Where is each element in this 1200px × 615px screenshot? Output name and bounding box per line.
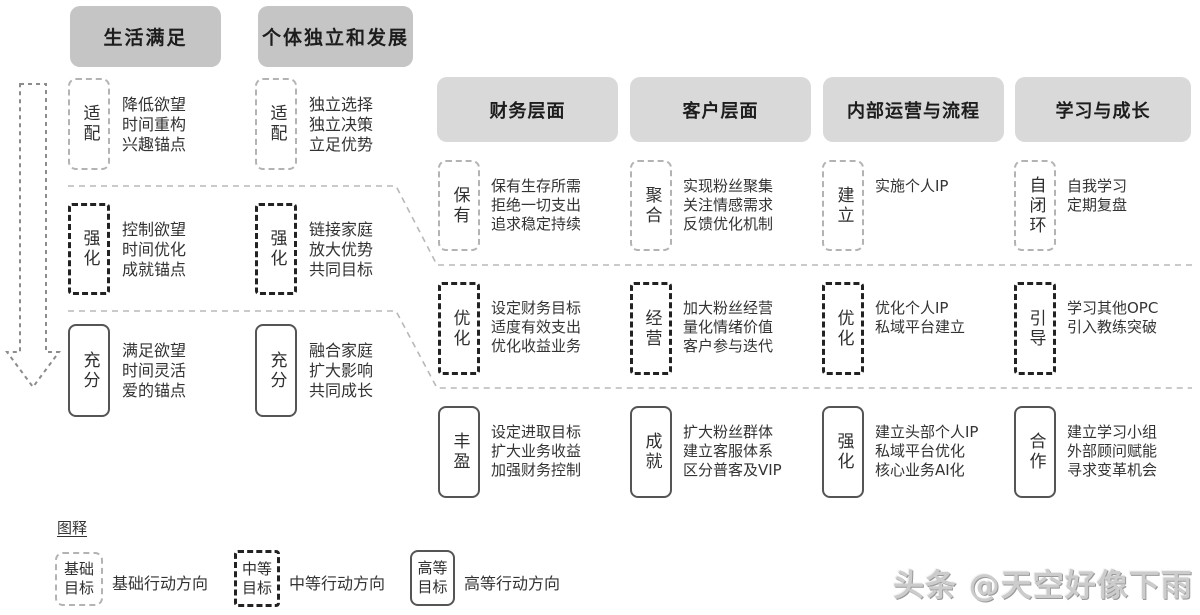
goal-desc: 优化个人IP 私域平台建立	[875, 299, 966, 336]
goal-tag-box: 引导	[1014, 282, 1056, 375]
header-learning-growth: 学习与成长	[1015, 77, 1191, 142]
goal-tag-label: 强化	[79, 229, 100, 269]
header-label: 财务层面	[489, 100, 566, 122]
goal-tag-box: 强化	[68, 203, 110, 295]
goal-tag-box: 优化	[438, 282, 480, 375]
goal-tag-label: 成就	[641, 432, 662, 472]
goal-desc: 融合家庭 扩大影响 共同成长	[309, 341, 374, 400]
goal-desc: 实施个人IP	[875, 177, 949, 195]
goal-tag-box: 自闭环	[1014, 160, 1056, 251]
goal-tag-label: 聚合	[641, 185, 662, 226]
legend-tag-label: 基础 目标	[63, 560, 94, 597]
goal-tag-box: 充分	[255, 324, 297, 417]
goal-tag-label: 丰盈	[449, 432, 470, 472]
goal-tag-box: 经营	[630, 282, 672, 375]
header-label: 学习与成长	[1055, 100, 1151, 122]
goal-tag-box: 建立	[822, 160, 864, 251]
header-internal-process: 内部运营与流程	[823, 77, 1004, 142]
goal-tag-box: 强化	[255, 203, 297, 295]
header-label: 客户层面	[682, 100, 759, 122]
goal-tag-box: 保有	[438, 160, 480, 251]
goal-tag-box: 丰盈	[438, 406, 480, 498]
goal-tag-label: 适配	[79, 104, 100, 144]
goal-desc: 设定财务目标 适度有效支出 优化收益业务	[491, 299, 582, 355]
goal-tag-box: 适配	[68, 78, 110, 170]
goal-desc: 学习其他OPC 引入教练突破	[1067, 299, 1159, 336]
legend-high-goal-box: 高等 目标	[410, 550, 455, 606]
header-label: 内部运营与流程	[847, 100, 980, 122]
goal-desc: 设定进取目标 扩大业务收益 加强财务控制	[491, 423, 582, 479]
goal-desc: 链接家庭 放大优势 共同目标	[309, 220, 374, 279]
legend-basic-goal-box: 基础 目标	[55, 552, 103, 606]
goal-desc: 降低欲望 时间重构 兴趣锚点	[122, 95, 187, 154]
goal-desc: 满足欲望 时间灵活 爱的锚点	[122, 341, 187, 400]
goal-tag-label: 自闭环	[1025, 175, 1046, 236]
header-label: 个体独立和发展	[261, 27, 409, 49]
goal-tag-label: 强化	[833, 432, 854, 472]
legend-label: 高等行动方向	[464, 574, 561, 593]
legend-title: 图释	[57, 519, 88, 537]
legend-label: 基础行动方向	[112, 574, 209, 593]
goal-tag-label: 强化	[266, 229, 287, 269]
goal-desc: 建立学习小组 外部顾问赋能 寻求变革机会	[1067, 423, 1158, 479]
goal-desc: 控制欲望 时间优化 成就锚点	[122, 220, 187, 279]
goal-tag-label: 引导	[1025, 308, 1046, 349]
goal-desc: 保有生存所需 拒绝一切支出 追求稳定持续	[491, 177, 582, 233]
goal-tag-label: 充分	[79, 350, 100, 391]
goal-tag-box: 充分	[68, 324, 110, 417]
header-individual-development: 个体独立和发展	[258, 6, 413, 67]
watermark: 头条 @天空好像下雨	[893, 568, 1193, 604]
goal-tag-label: 合作	[1025, 432, 1046, 472]
header-customer-perspective: 客户层面	[630, 77, 811, 142]
legend-tag-label: 高等 目标	[417, 559, 448, 596]
goal-tag-label: 优化	[833, 308, 854, 349]
goal-tag-label: 保有	[449, 185, 470, 226]
goal-tag-box: 优化	[822, 282, 864, 375]
goal-tag-box: 合作	[1014, 406, 1056, 498]
goal-tag-label: 充分	[266, 350, 287, 391]
header-financial-perspective: 财务层面	[437, 77, 618, 142]
goal-tag-label: 经营	[641, 308, 662, 349]
legend-tag-label: 中等 目标	[241, 559, 272, 597]
goal-desc: 加大粉丝经营 量化情绪价值 客户参与迭代	[683, 299, 774, 355]
goal-desc: 建立头部个人IP 私域平台优化 核心业务AI化	[875, 423, 979, 479]
goal-desc: 扩大粉丝群体 建立客服体系 区分普客及VIP	[683, 423, 782, 479]
goal-tag-label: 建立	[833, 185, 854, 226]
goal-tag-box: 聚合	[630, 160, 672, 251]
legend-label: 中等行动方向	[289, 574, 386, 593]
goal-tag-box: 成就	[630, 406, 672, 498]
header-label: 生活满足	[103, 27, 188, 49]
goal-desc: 实现粉丝聚集 关注情感需求 反馈优化机制	[683, 177, 774, 233]
goal-tag-label: 优化	[449, 308, 470, 349]
goal-desc: 自我学习 定期复盘	[1067, 177, 1128, 214]
header-life-satisfaction: 生活满足	[70, 6, 221, 67]
legend-mid-goal-box: 中等 目标	[234, 550, 280, 607]
down-arrow-icon	[5, 83, 61, 389]
goal-tag-box: 强化	[822, 406, 864, 498]
goal-tag-label: 适配	[266, 104, 287, 144]
goal-desc: 独立选择 独立决策 立足优势	[309, 95, 374, 154]
goal-tag-box: 适配	[255, 78, 297, 170]
